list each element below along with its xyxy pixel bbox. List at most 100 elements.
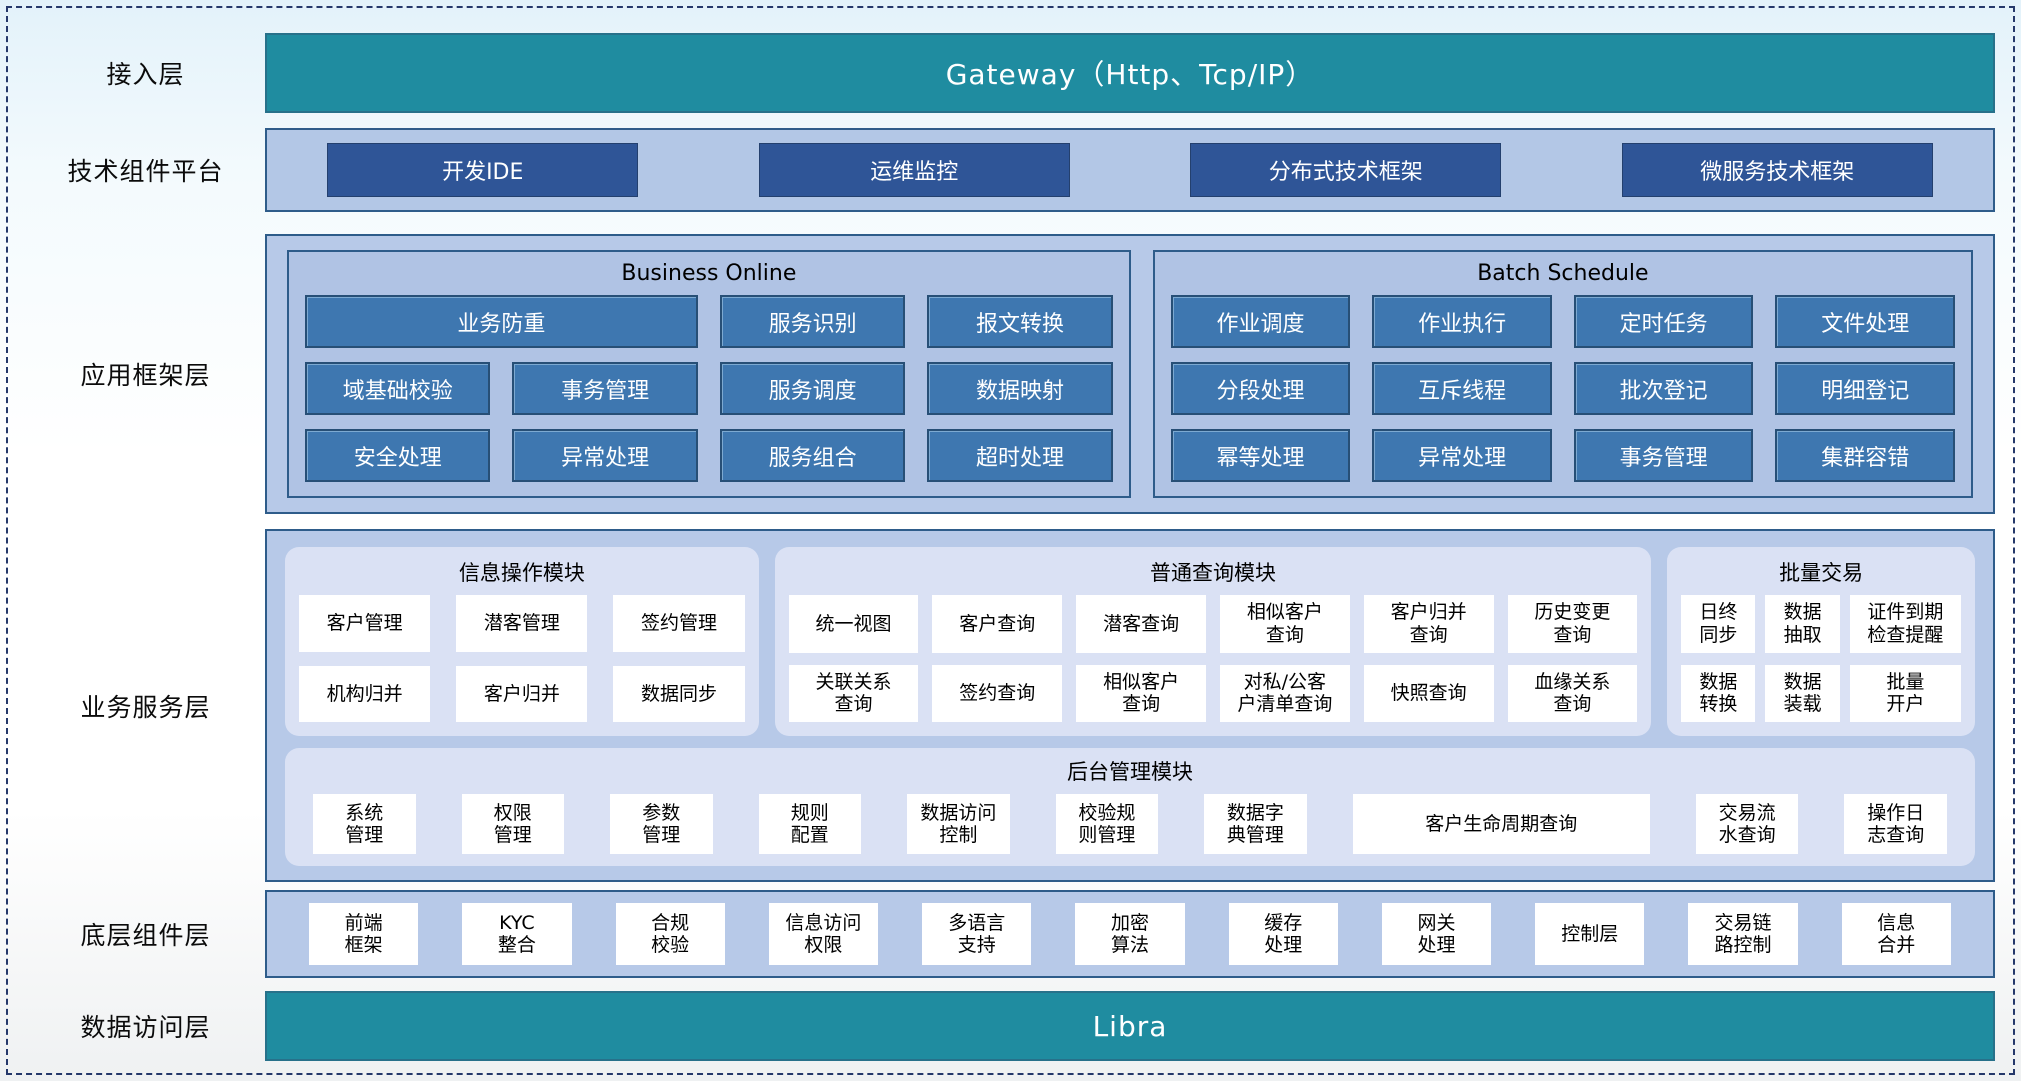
business-online-block: 安全处理 [305, 429, 491, 482]
common-query-block: 关联关系 查询 [788, 664, 919, 723]
base-component-block: KYC 整合 [462, 903, 572, 965]
base-component-block: 前端 框架 [309, 903, 419, 965]
tech-component-block: 运维监控 [758, 143, 1070, 197]
batch-schedule-block: 事务管理 [1573, 429, 1754, 482]
admin-module-grid: 系统 管理权限 管理参数 管理规则 配置数据访问 控制校验规 则管理数据字 典管… [313, 794, 1947, 854]
info-operation-title: 信息操作模块 [458, 561, 585, 585]
admin-module-block: 数据字 典管理 [1204, 794, 1307, 854]
batch-trade-module: 批量交易 日终 同步数据 抽取证件到期 检查提醒数据 转换数据 装载批量 开户 [1667, 547, 1975, 737]
batch-schedule-block: 集群容错 [1775, 429, 1955, 482]
tech-component-block: 分布式技术框架 [1190, 143, 1502, 197]
base-component-block: 加密 算法 [1075, 903, 1185, 965]
batch-trade-block: 批量 开户 [1849, 664, 1961, 723]
info-operation-block: 客户归并 [456, 665, 588, 723]
business-online-title: Business Online [621, 261, 797, 286]
business-online-block: 服务组合 [719, 429, 906, 482]
info-operation-grid: 客户管理潜客管理签约管理机构归并客户归并数据同步 [299, 595, 745, 723]
base-component-block: 交易链 路控制 [1688, 903, 1798, 965]
business-online-block: 服务识别 [719, 295, 906, 348]
batch-schedule-block: 定时任务 [1573, 295, 1754, 348]
layer-label-tech-platform: 技术组件平台 [67, 157, 224, 186]
admin-module: 后台管理模块 系统 管理权限 管理参数 管理规则 配置数据访问 控制校验规 则管… [285, 748, 1975, 866]
admin-module-block: 数据访问 控制 [907, 794, 1010, 854]
admin-module-block: 规则 配置 [758, 794, 862, 854]
business-online-block: 服务调度 [719, 362, 906, 415]
business-online-block: 异常处理 [512, 429, 698, 482]
tech-component-block: 微服务技术框架 [1621, 143, 1933, 197]
info-operation-block: 机构归并 [299, 665, 431, 723]
tech-component-block: 开发IDE [327, 143, 639, 197]
data-access-row: 数据访问层 Libra [0, 991, 1995, 1061]
admin-module-block: 权限 管理 [461, 794, 565, 854]
common-query-module: 普通查询模块 统一视图客户查询潜客查询相似客户 查询客户归并 查询历史变更 查询… [774, 547, 1652, 737]
base-component-block: 信息 合并 [1841, 903, 1951, 965]
common-query-block: 客户归并 查询 [1363, 595, 1494, 653]
common-query-block: 客户查询 [932, 595, 1063, 653]
batch-schedule-block: 分段处理 [1170, 362, 1351, 415]
common-query-block: 快照查询 [1363, 664, 1494, 723]
info-operation-module: 信息操作模块 客户管理潜客管理签约管理机构归并客户归并数据同步 [285, 547, 759, 737]
batch-trade-title: 批量交易 [1779, 561, 1864, 585]
batch-schedule-block: 作业执行 [1372, 295, 1552, 348]
app-framework-panel: Business Online 业务防重服务识别报文转换域基础校验事务管理服务调… [265, 234, 1995, 514]
business-online-block: 域基础校验 [305, 362, 491, 415]
base-component-block: 信息访问 权限 [768, 903, 879, 965]
admin-module-block: 客户生命周期查询 [1352, 794, 1650, 854]
base-component-block: 缓存 处理 [1228, 903, 1338, 965]
batch-schedule-title: Batch Schedule [1477, 261, 1649, 286]
layer-label-data-access: 数据访问层 [80, 1013, 211, 1042]
common-query-block: 对私/公客 户清单查询 [1219, 664, 1350, 723]
common-query-grid: 统一视图客户查询潜客查询相似客户 查询客户归并 查询历史变更 查询关联关系 查询… [788, 595, 1638, 723]
layer-label-app-framework: 应用框架层 [80, 361, 211, 390]
batch-trade-block: 数据 转换 [1681, 664, 1756, 723]
info-operation-block: 潜客管理 [456, 595, 588, 652]
batch-schedule-grid: 作业调度作业执行定时任务文件处理分段处理互斥线程批次登记明细登记幂等处理异常处理… [1170, 295, 1955, 482]
info-operation-block: 签约管理 [613, 595, 745, 652]
admin-module-block: 参数 管理 [610, 794, 713, 854]
libra-bar: Libra [265, 991, 1995, 1061]
admin-module-block: 交易流 水查询 [1695, 794, 1799, 854]
batch-trade-block: 数据 装载 [1765, 664, 1840, 723]
base-component-block: 网关 处理 [1381, 903, 1492, 965]
batch-schedule-block: 文件处理 [1775, 295, 1955, 348]
common-query-block: 相似客户 查询 [1076, 664, 1206, 723]
layer-label-business-service: 业务服务层 [80, 692, 211, 722]
common-query-block: 历史变更 查询 [1507, 595, 1638, 653]
business-online-block: 数据映射 [927, 362, 1113, 415]
common-query-block: 血缘关系 查询 [1507, 664, 1638, 723]
access-layer-row: 接入层 Gateway（Http、Tcp/IP） [0, 33, 1995, 113]
batch-trade-block: 证件到期 检查提醒 [1849, 595, 1961, 653]
business-online-section: Business Online 业务防重服务识别报文转换域基础校验事务管理服务调… [287, 250, 1131, 498]
business-online-block: 业务防重 [305, 295, 698, 348]
admin-module-block: 操作日 志查询 [1844, 794, 1947, 854]
base-components-panel: 前端 框架 KYC 整合合规 校验信息访问 权限多语言 支持加密 算法缓存 处理网… [265, 890, 1995, 978]
batch-schedule-block: 批次登记 [1573, 362, 1754, 415]
common-query-title: 普通查询模块 [1149, 561, 1276, 585]
tech-platform-row: 技术组件平台 开发IDE 运维监控 分布式技术框架 微服务技术框架 [0, 128, 1995, 212]
base-component-block: 合规 校验 [615, 903, 725, 965]
info-operation-block: 数据同步 [613, 665, 745, 723]
batch-schedule-block: 异常处理 [1372, 429, 1552, 482]
batch-schedule-block: 互斥线程 [1372, 362, 1552, 415]
admin-module-block: 系统 管理 [313, 794, 416, 854]
base-component-block: 控制层 [1535, 903, 1645, 965]
business-service-panel: 信息操作模块 客户管理潜客管理签约管理机构归并客户归并数据同步 普通查询模块 统… [265, 529, 1995, 882]
batch-trade-grid: 日终 同步数据 抽取证件到期 检查提醒数据 转换数据 装载批量 开户 [1681, 595, 1961, 723]
batch-schedule-block: 作业调度 [1170, 295, 1351, 348]
info-operation-block: 客户管理 [299, 595, 431, 652]
gateway-bar: Gateway（Http、Tcp/IP） [265, 33, 1995, 113]
batch-schedule-block: 明细登记 [1775, 362, 1955, 415]
business-service-top-row: 信息操作模块 客户管理潜客管理签约管理机构归并客户归并数据同步 普通查询模块 统… [285, 547, 1975, 737]
business-online-grid: 业务防重服务识别报文转换域基础校验事务管理服务调度数据映射安全处理异常处理服务组… [305, 295, 1113, 482]
admin-module-block: 校验规 则管理 [1055, 794, 1159, 854]
layer-label-access: 接入层 [106, 60, 185, 89]
admin-module-title: 后台管理模块 [1067, 760, 1193, 785]
common-query-block: 签约查询 [932, 664, 1063, 723]
common-query-block: 相似客户 查询 [1219, 595, 1350, 653]
app-framework-row: 应用框架层 Business Online 业务防重服务识别报文转换域基础校验事… [0, 234, 1995, 514]
business-service-row: 业务服务层 信息操作模块 客户管理潜客管理签约管理机构归并客户归并数据同步 普通… [0, 529, 1995, 882]
base-component-block: 多语言 支持 [922, 903, 1032, 965]
batch-trade-block: 数据 抽取 [1765, 595, 1840, 653]
